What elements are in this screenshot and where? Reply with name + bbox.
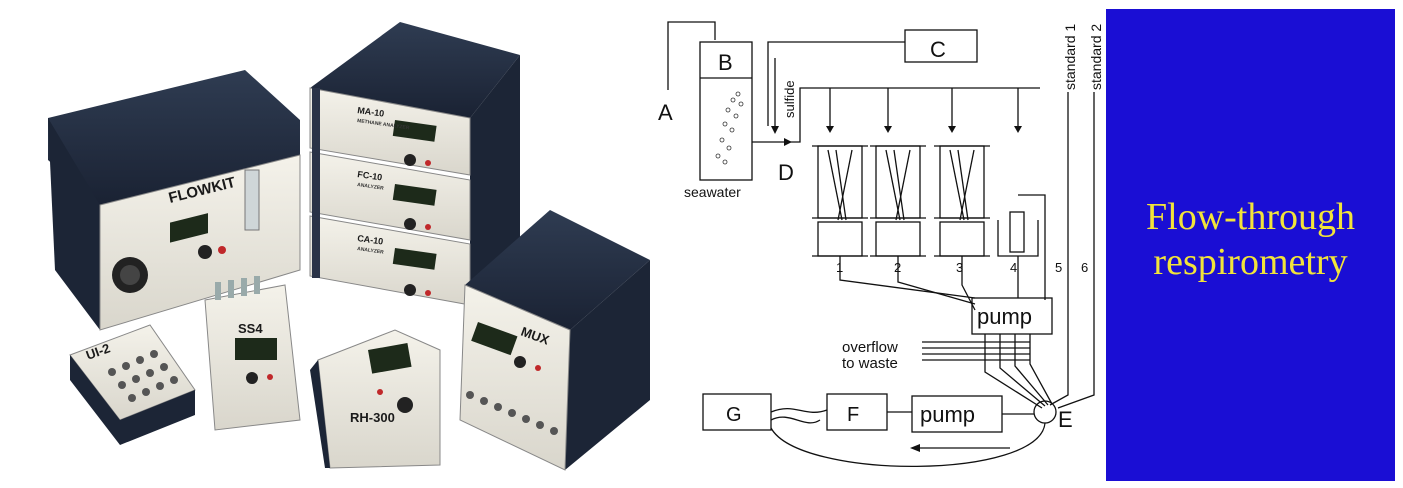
label-sulfide: sulfide	[782, 80, 797, 118]
standard-1-line	[1049, 92, 1069, 406]
chamber-4	[997, 98, 1046, 300]
label-a: A	[658, 100, 673, 125]
label-to-waste: to waste	[842, 355, 898, 372]
chamber-1	[812, 98, 868, 257]
ss4-unit: SS4	[204, 276, 301, 431]
valve-e	[1033, 400, 1057, 424]
ss4-label: SS4	[238, 321, 263, 336]
label-c: C	[930, 37, 946, 62]
respirometry-schematic: A B C D E F G seawater sulfide standard …	[658, 21, 1104, 468]
ca10-sublabel: ANALYZER	[357, 246, 385, 256]
label-pump-top: pump	[977, 304, 1032, 329]
instrument-photo: FLOWKIT MA-10 METHANE ANALYZER FC-10 ANA…	[48, 22, 650, 471]
rh300-unit: RH-300	[310, 329, 441, 469]
label-standard-2: standard 2	[1088, 24, 1104, 90]
fc10-label: FC-10	[357, 169, 383, 182]
rh300-label: RH-300	[350, 410, 395, 425]
label-seawater: seawater	[684, 184, 741, 200]
label-f: F	[847, 404, 859, 426]
label-e: E	[1058, 407, 1073, 432]
reservoir-b	[699, 41, 753, 181]
ui2-unit: UI-2	[69, 324, 196, 445]
label-b: B	[718, 50, 733, 75]
label-chamber-2: 2	[894, 260, 901, 275]
label-chamber-1: 1	[836, 260, 843, 275]
label-pump-bottom: pump	[920, 402, 975, 427]
label-standard-1: standard 1	[1062, 24, 1078, 90]
fc10-sublabel: ANALYZER	[357, 182, 385, 192]
chamber-2	[870, 98, 926, 257]
label-overflow: overflow	[842, 339, 898, 356]
pump-top-box	[971, 297, 1053, 335]
ma10-label: MA-10	[357, 105, 385, 119]
line-c	[767, 41, 905, 126]
flowkit-unit: FLOWKIT	[48, 70, 301, 331]
label-chamber-3: 3	[956, 260, 963, 275]
label-line-6: 6	[1081, 260, 1088, 275]
title-panel: Flow-through respirometry	[1106, 9, 1395, 481]
label-g: G	[726, 404, 742, 426]
ca10-label: CA-10	[357, 233, 384, 247]
box-c	[904, 29, 978, 63]
label-d: D	[778, 160, 794, 185]
label-chamber-4: 4	[1010, 260, 1017, 275]
standard-2-line	[1057, 92, 1095, 409]
mux-unit: MUX	[459, 210, 650, 471]
analyzer-stack: MA-10 METHANE ANALYZER FC-10 ANALYZER CA…	[309, 22, 520, 330]
title-text: Flow-through respirometry	[1146, 196, 1355, 283]
chamber-3	[934, 98, 990, 257]
inflow-line	[667, 21, 716, 90]
label-line-5: 5	[1055, 260, 1062, 275]
